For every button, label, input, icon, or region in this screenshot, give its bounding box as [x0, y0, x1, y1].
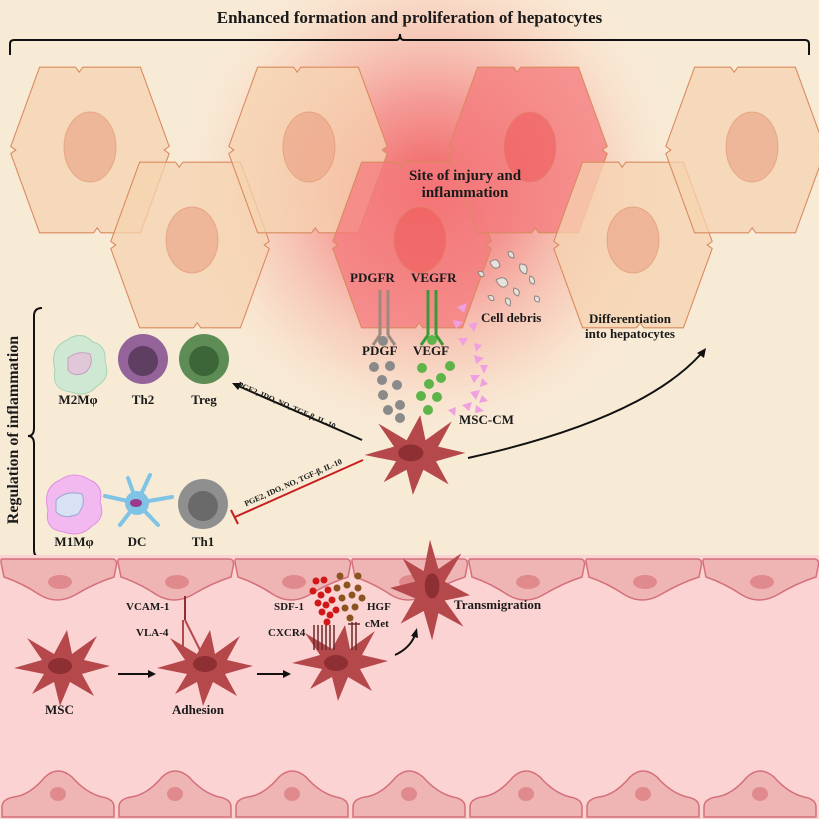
adhesion-to-activation-arrow — [257, 670, 291, 678]
hgf-particles — [333, 572, 366, 622]
cmet-label: cMet — [365, 618, 389, 630]
injury-site-line2: inflammation — [421, 185, 509, 202]
m1-macrophage-label: M1Mφ — [54, 534, 94, 549]
pdgf-ligands — [369, 336, 405, 423]
th1-cell — [178, 479, 228, 529]
activation-to-transmigration-arrow — [394, 628, 418, 656]
injury-site-line1: Site of injury and — [408, 168, 522, 184]
differentiation-line2: into hepatocytes — [585, 325, 675, 341]
msc-adhesion — [157, 630, 253, 706]
cxcr4-label: CXCR4 — [268, 627, 306, 639]
cmet-receptor — [348, 622, 360, 650]
sdf1-label: SDF-1 — [274, 601, 304, 613]
differentiation-label: Differentiation into hepatocytes — [560, 311, 700, 342]
injury-site-label: Site of injury and inflammation — [360, 168, 570, 203]
cxcr4-receptor — [313, 625, 335, 650]
vegf-label: VEGF — [413, 343, 450, 358]
vegfr-label: VEGFR — [411, 270, 457, 285]
cell-debris-label: Cell debris — [481, 310, 542, 325]
top-brace — [9, 33, 810, 55]
sdf1-particles — [309, 576, 340, 626]
msc-cm-label: MSC-CM — [459, 412, 514, 427]
msc-label: MSC — [45, 702, 74, 717]
m1-macrophage — [46, 474, 103, 535]
msc-central — [364, 415, 466, 495]
msc-transmigrating — [390, 539, 470, 641]
pdgf-label: PDGF — [362, 343, 398, 358]
pdgfr-label: PDGFR — [350, 270, 395, 285]
hgf-label: HGF — [367, 601, 391, 613]
endothelium-top-nuclei — [48, 575, 774, 589]
endothelium-bottom-nuclei — [50, 787, 768, 801]
promote-arrow — [232, 383, 363, 441]
msc-to-adhesion-arrow — [118, 670, 156, 678]
vla4-label: VLA-4 — [136, 627, 169, 639]
hepatocyte-nuclei — [63, 111, 779, 274]
differentiation-arrow — [467, 348, 706, 459]
treg-cell — [179, 334, 229, 384]
vcam1-label: VCAM-1 — [126, 601, 170, 613]
regulation-of-inflammation-label: Regulation of inflammation — [5, 335, 22, 525]
vegf-ligands — [416, 335, 455, 415]
th1-label: Th1 — [191, 534, 215, 549]
dc-label: DC — [127, 534, 147, 549]
th2-label: Th2 — [131, 392, 155, 407]
adhesion-label: Adhesion — [172, 702, 225, 717]
msc-activated — [292, 625, 388, 701]
differentiation-line1: Differentiation — [588, 311, 672, 326]
transmigration-label: Transmigration — [454, 597, 542, 612]
pdgfr-receptor — [371, 290, 397, 346]
th2-cell — [118, 334, 168, 384]
figure-title: Enhanced formation and proliferation of … — [216, 8, 603, 27]
vcam-vla-binding — [182, 596, 201, 651]
left-brace — [27, 307, 43, 559]
m2-macrophage — [53, 335, 108, 395]
dendritic-cell — [103, 473, 174, 527]
vegfr-receptor — [419, 290, 445, 346]
m2-macrophage-label: M2Mφ — [58, 392, 98, 407]
inhibit-arrow — [230, 459, 364, 525]
msc-cm-particles — [448, 303, 488, 416]
cell-debris-fragments — [477, 251, 540, 307]
treg-label: Treg — [191, 392, 217, 407]
msc-free — [14, 630, 110, 706]
